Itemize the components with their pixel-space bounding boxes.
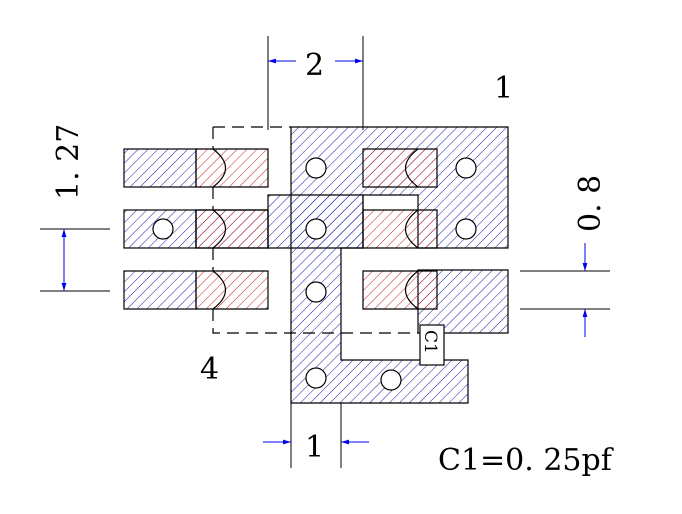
- via-2: [305, 218, 327, 240]
- via-1: [305, 157, 327, 179]
- via-7: [455, 218, 477, 240]
- dim-left-label: 1. 27: [51, 124, 86, 200]
- extension-lines: [40, 36, 610, 468]
- cap-tag-box: [419, 324, 445, 366]
- component-outline-dashed: [212, 126, 418, 334]
- dim-right-label: 0. 8: [573, 175, 608, 232]
- cap-value-label: C1=0. 25pf: [438, 443, 614, 478]
- cap-tag: C1: [420, 330, 440, 354]
- via-5: [380, 369, 402, 391]
- via-holes: [152, 157, 477, 391]
- via-6: [455, 157, 477, 179]
- left-pad-3: [123, 270, 197, 310]
- dim-top-label: 2: [305, 48, 324, 83]
- right-bottom-copper: [417, 269, 509, 334]
- via-3: [305, 281, 327, 303]
- via-8: [152, 218, 174, 240]
- left-contacts: [195, 148, 269, 310]
- right-contacts: [362, 148, 438, 310]
- left-pad-1: [123, 148, 197, 188]
- pin-1-label: 1: [494, 71, 513, 106]
- dimension-arrows: [61, 58, 588, 445]
- dim-bottom-label: 1: [305, 430, 324, 465]
- via-4: [305, 367, 327, 389]
- pin-4-label: 4: [200, 352, 219, 387]
